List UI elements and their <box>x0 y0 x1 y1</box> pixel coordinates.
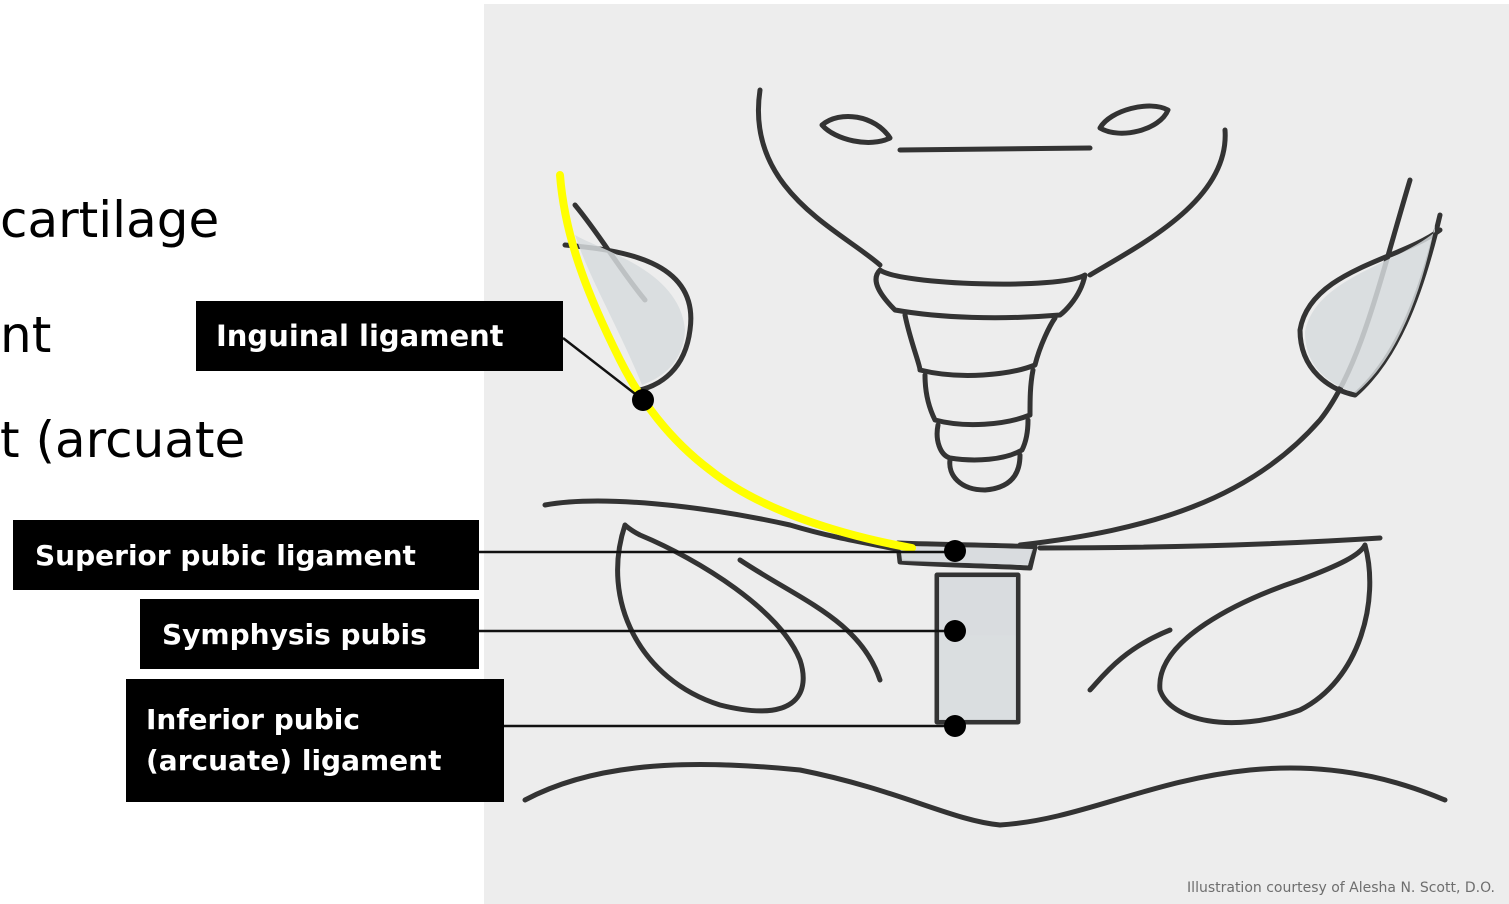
label-symphysis-pubis: Symphysis pubis <box>140 599 479 669</box>
right-iliac-shading <box>1305 225 1435 393</box>
label-inguinal-ligament-text: Inguinal ligament <box>216 319 504 353</box>
coccyx-segment-3 <box>925 370 1033 425</box>
sacral-foramen-right <box>1100 106 1168 133</box>
label-superior-pubic-ligament: Superior pubic ligament <box>13 520 479 590</box>
inguinal-ligament-highlight <box>560 175 912 548</box>
pubic-arch-bottom <box>525 764 1445 825</box>
symphysis-pointer-dot <box>944 620 966 642</box>
sacrum-outline <box>758 90 1225 275</box>
illustration-credit: Illustration courtesy of Alesha N. Scott… <box>1187 880 1495 896</box>
sacral-foramen-left <box>822 116 890 142</box>
label-symphysis-pubis-text: Symphysis pubis <box>162 618 427 651</box>
left-pubic-ramus-upper <box>545 501 900 550</box>
label-inferior-pubic-line1: Inferior pubic <box>146 700 360 741</box>
right-obturator-foramen <box>1160 545 1370 723</box>
label-superior-pubic-ligament-text: Superior pubic ligament <box>35 539 416 572</box>
inguinal-pointer-dot <box>632 389 654 411</box>
coccyx-segment-2 <box>905 315 1055 375</box>
label-inguinal-ligament: Inguinal ligament <box>196 301 563 371</box>
right-pubic-ramus-upper <box>1040 538 1380 548</box>
sacral-crest-line <box>900 148 1090 150</box>
coccyx-segment-1 <box>876 270 1085 318</box>
inferior-pointer-dot <box>944 715 966 737</box>
symphysis-shading <box>939 577 1016 720</box>
left-ischial-curve <box>740 560 880 680</box>
label-inferior-pubic-line2: (arcuate) ligament <box>146 741 441 782</box>
superior-pointer-dot <box>944 540 966 562</box>
label-inferior-pubic-ligament: Inferior pubic (arcuate) ligament <box>126 679 504 802</box>
